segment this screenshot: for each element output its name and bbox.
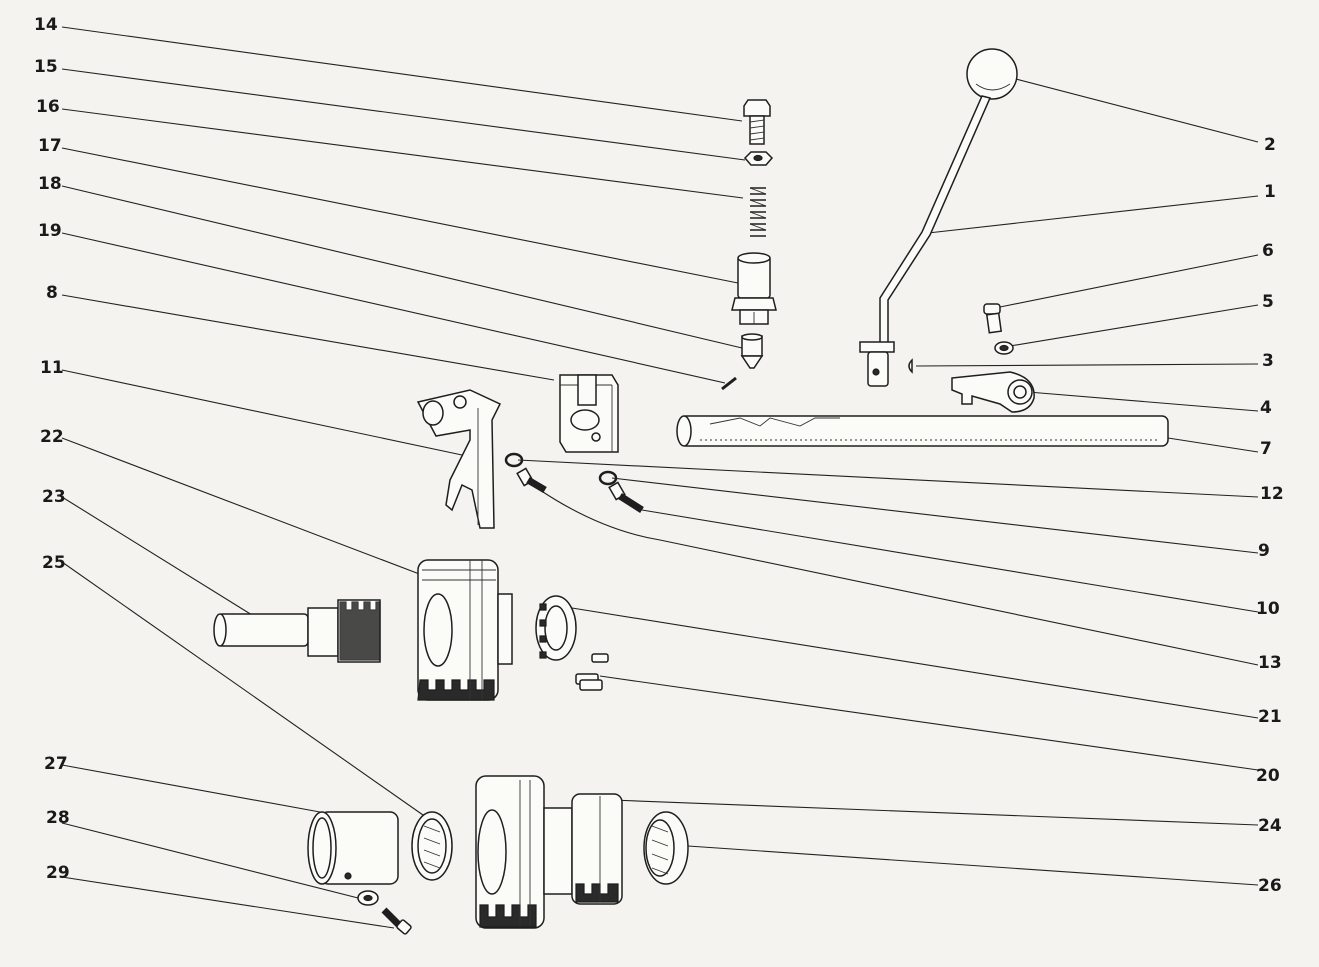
callout-27: 27 <box>44 754 68 774</box>
callout-26: 26 <box>1258 876 1282 896</box>
part-26-bearing <box>643 811 689 885</box>
callout-labels: 14 15 16 17 18 19 8 11 22 23 25 27 28 29… <box>34 15 1284 896</box>
callout-7: 7 <box>1260 439 1272 459</box>
part-14-bolt <box>743 99 771 145</box>
part-12-circlip <box>504 452 524 468</box>
callout-8: 8 <box>46 283 58 303</box>
callout-2: 2 <box>1264 135 1276 155</box>
callout-25: 25 <box>42 553 66 573</box>
leader-lines <box>61 26 1259 929</box>
callout-4: 4 <box>1260 398 1272 418</box>
part-9-circlip <box>598 470 618 486</box>
part-17-plunger-housing <box>731 252 777 325</box>
callout-1: 1 <box>1264 182 1276 202</box>
part-13-bolt <box>516 467 547 494</box>
callout-20: 20 <box>1256 766 1280 786</box>
part-18-plunger <box>740 333 764 369</box>
part-3-key <box>908 358 913 374</box>
part-7-selector-rod <box>676 415 1169 447</box>
part-28-washer <box>357 890 379 906</box>
callout-18: 18 <box>38 174 62 194</box>
callout-17: 17 <box>38 136 62 156</box>
part-20-pins <box>575 653 609 691</box>
callout-5: 5 <box>1262 292 1274 312</box>
callout-6: 6 <box>1262 241 1274 261</box>
part-19-pin <box>721 376 737 391</box>
part-29-bolt <box>381 907 412 935</box>
part-24-layshaft-gear <box>475 775 623 929</box>
callout-13: 13 <box>1258 653 1282 673</box>
part-11-selector-fork <box>416 389 502 529</box>
part-4-clamp <box>951 371 1035 413</box>
callout-9: 9 <box>1258 541 1270 561</box>
callout-24: 24 <box>1258 816 1282 836</box>
callout-21: 21 <box>1258 707 1282 727</box>
callout-11: 11 <box>40 358 64 378</box>
callout-22: 22 <box>40 427 64 447</box>
callout-15: 15 <box>34 57 58 77</box>
callout-16: 16 <box>36 97 60 117</box>
callout-29: 29 <box>46 863 70 883</box>
part-25-bearing <box>411 811 453 881</box>
callout-19: 19 <box>38 221 62 241</box>
part-23-mainshaft <box>213 599 381 663</box>
part-2-knob <box>966 48 1018 100</box>
part-8-block <box>559 374 619 453</box>
callout-12: 12 <box>1260 484 1284 504</box>
callout-23: 23 <box>42 487 66 507</box>
callout-28: 28 <box>46 808 70 828</box>
part-27-sleeve <box>307 811 399 885</box>
callout-10: 10 <box>1256 599 1280 619</box>
callout-3: 3 <box>1262 351 1274 371</box>
part-10-bolt <box>608 481 644 513</box>
part-1-gear-lever <box>859 95 992 387</box>
part-5-washer <box>994 341 1014 355</box>
part-16-spring <box>749 187 767 237</box>
part-15-nut <box>743 151 774 166</box>
part-22-gear-cluster <box>417 559 513 701</box>
part-6-screw <box>983 303 1003 334</box>
callout-14: 14 <box>34 15 58 35</box>
part-21-synchro-ring <box>535 595 577 661</box>
